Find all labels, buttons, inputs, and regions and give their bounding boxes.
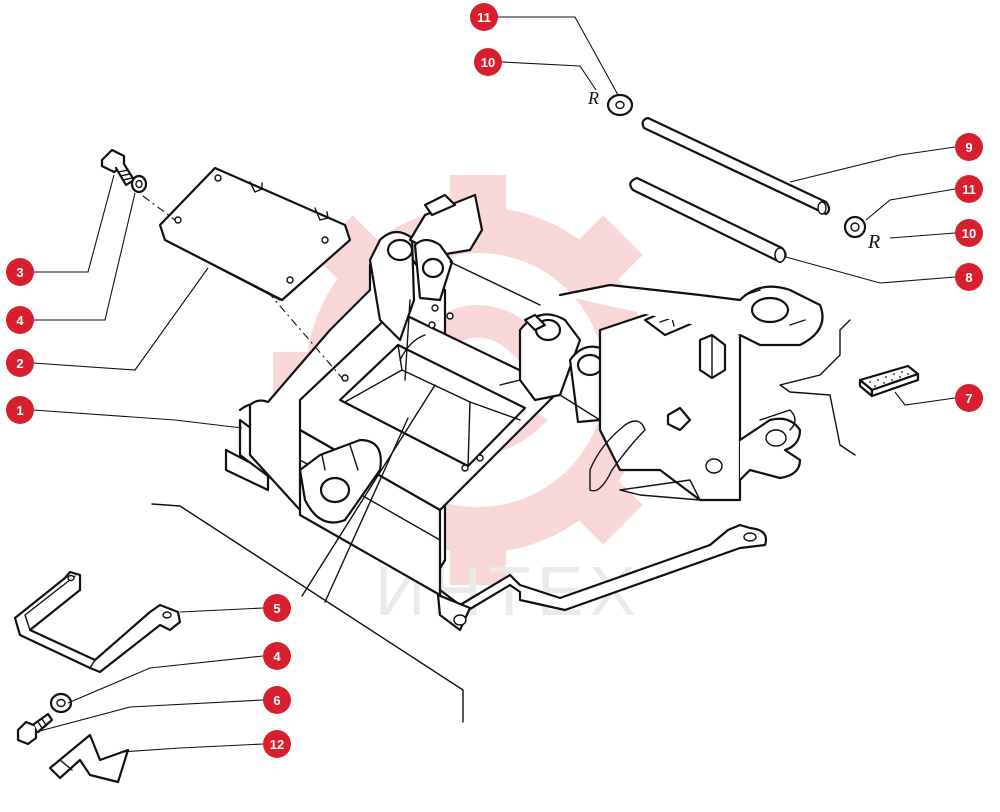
washer-top-part <box>606 93 634 117</box>
callout-label: 7 <box>965 391 972 406</box>
callout-label: 12 <box>270 737 284 752</box>
bolt-part <box>100 148 136 187</box>
callout-6[interactable]: 6 <box>263 686 291 714</box>
callout-9[interactable]: 9 <box>955 133 983 161</box>
callout-label: 10 <box>481 55 495 70</box>
section-indicator-line <box>151 503 464 723</box>
callout-label: 5 <box>273 601 280 616</box>
callout-label: 11 <box>962 182 976 197</box>
clamp-part <box>48 733 130 784</box>
washer-right-part <box>843 215 867 239</box>
callout-label: 9 <box>965 140 972 155</box>
section-indicator-line <box>301 384 436 597</box>
callout-label: 3 <box>16 265 23 280</box>
callout-3[interactable]: 3 <box>6 258 34 286</box>
callout-label: 10 <box>962 226 976 241</box>
washer-part <box>130 174 148 194</box>
section-indicator-line <box>324 417 409 603</box>
callout-label: 4 <box>273 649 281 664</box>
bolt-hole-group <box>341 304 484 472</box>
pad-part <box>858 364 920 398</box>
callout-5[interactable]: 5 <box>263 594 291 622</box>
pin-long-part <box>641 116 831 216</box>
callout-12[interactable]: 12 <box>263 730 291 758</box>
leader-lines <box>32 16 956 753</box>
r-clip-label-top-visible: R <box>587 88 599 108</box>
bolt-bottom-part <box>16 712 54 746</box>
callout-7[interactable]: 7 <box>955 384 983 412</box>
pin-short-part <box>629 176 787 264</box>
callout-11-top[interactable]: 11 <box>470 3 498 31</box>
callout-11-right[interactable]: 11 <box>955 175 983 203</box>
washer-bottom-part <box>49 692 73 714</box>
callout-label: 2 <box>16 356 23 371</box>
cover-plate-part <box>158 166 352 302</box>
r-clip-label-right: R <box>867 231 880 253</box>
bracket-part <box>13 570 182 674</box>
assembly-centerline <box>267 291 343 379</box>
callout-label: 1 <box>16 403 23 418</box>
callout-4-top[interactable]: 4 <box>6 306 34 334</box>
callout-8[interactable]: 8 <box>955 263 983 291</box>
callout-10-top[interactable]: 10 <box>474 48 502 76</box>
callout-label: 6 <box>273 693 280 708</box>
callout-2[interactable]: 2 <box>6 349 34 377</box>
callout-label: 8 <box>965 270 972 285</box>
callout-label: 4 <box>16 313 24 328</box>
callout-1[interactable]: 1 <box>6 396 34 424</box>
callout-label: 11 <box>477 10 491 25</box>
clip-right-part: R <box>867 231 880 253</box>
main-frame-part <box>224 193 856 632</box>
callout-10-right[interactable]: 10 <box>955 219 983 247</box>
assembly-centerline <box>142 195 176 221</box>
callout-4-bottom[interactable]: 4 <box>263 642 291 670</box>
